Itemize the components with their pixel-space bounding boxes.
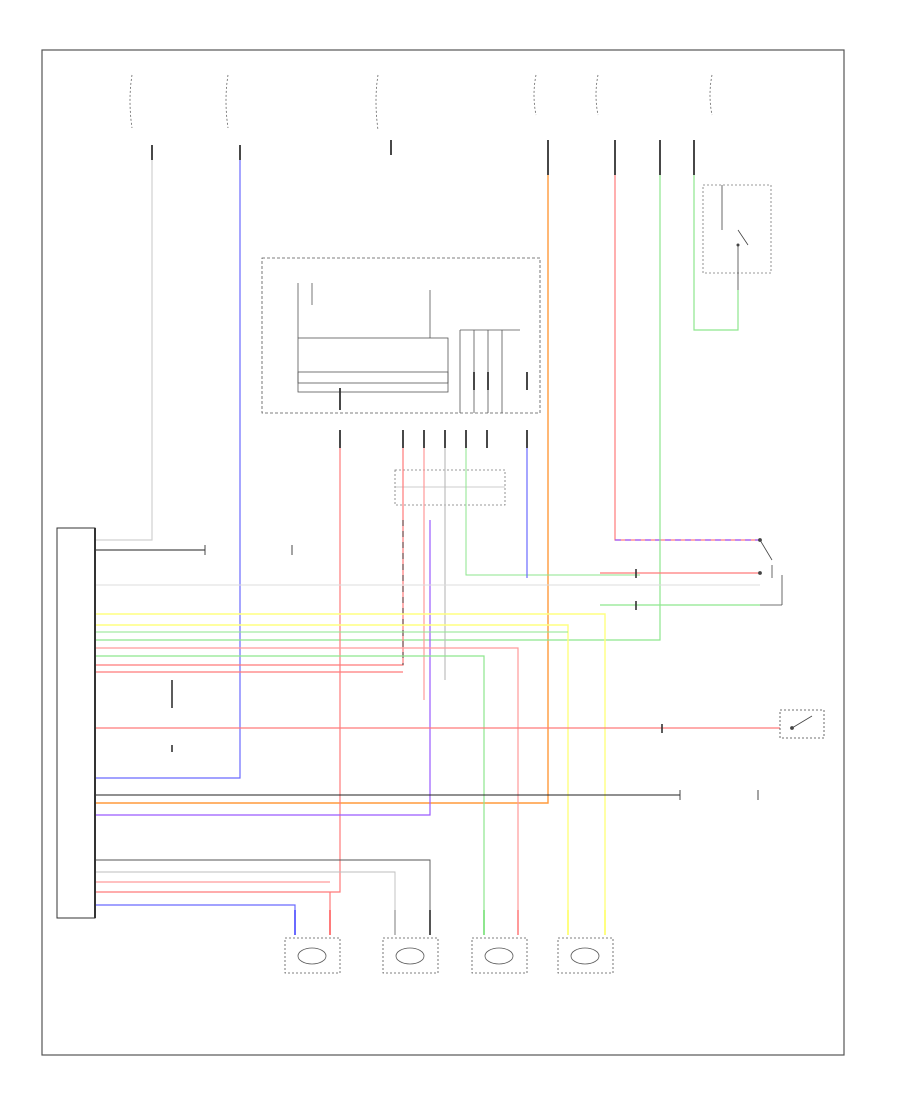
wire-red-violet-switch bbox=[614, 175, 760, 541]
right-relay bbox=[702, 184, 772, 290]
right-switch-lower bbox=[779, 709, 825, 739]
wire-white-1 bbox=[95, 160, 153, 541]
wheel-sensor-right-rear bbox=[284, 910, 341, 974]
wire-red-center bbox=[95, 448, 341, 893]
wire-yellow-1 bbox=[95, 613, 606, 920]
diagram-border bbox=[41, 49, 845, 1056]
wire-orange-1 bbox=[95, 175, 549, 804]
wire-blue-sensor bbox=[95, 904, 296, 920]
wheel-sensor-right-front bbox=[382, 910, 439, 974]
ground-symbols bbox=[204, 545, 759, 800]
wire-gray-sensor bbox=[95, 871, 396, 920]
junction-block bbox=[394, 469, 506, 506]
wire-green-relay bbox=[693, 175, 739, 331]
center-module bbox=[261, 257, 541, 414]
wire-green-1 bbox=[95, 175, 661, 641]
wire-pink-1 bbox=[95, 647, 519, 920]
abs-control-unit bbox=[56, 527, 96, 919]
wire-violet-4 bbox=[95, 520, 431, 816]
wire-connectors bbox=[171, 569, 663, 752]
right-switch-upper bbox=[758, 538, 783, 606]
wire-green-3 bbox=[95, 655, 485, 920]
top-fuse-groups bbox=[129, 74, 713, 131]
wire-yellow-2 bbox=[95, 624, 569, 920]
wheel-sensor-left-front bbox=[557, 910, 614, 974]
wire-black-sensor bbox=[95, 859, 431, 920]
wire-blue-1 bbox=[95, 160, 241, 779]
wheel-sensor-left-rear bbox=[471, 910, 528, 974]
fuse-connectors bbox=[151, 140, 695, 175]
wire-green-6 bbox=[465, 448, 640, 576]
center-module-pins bbox=[339, 372, 528, 448]
